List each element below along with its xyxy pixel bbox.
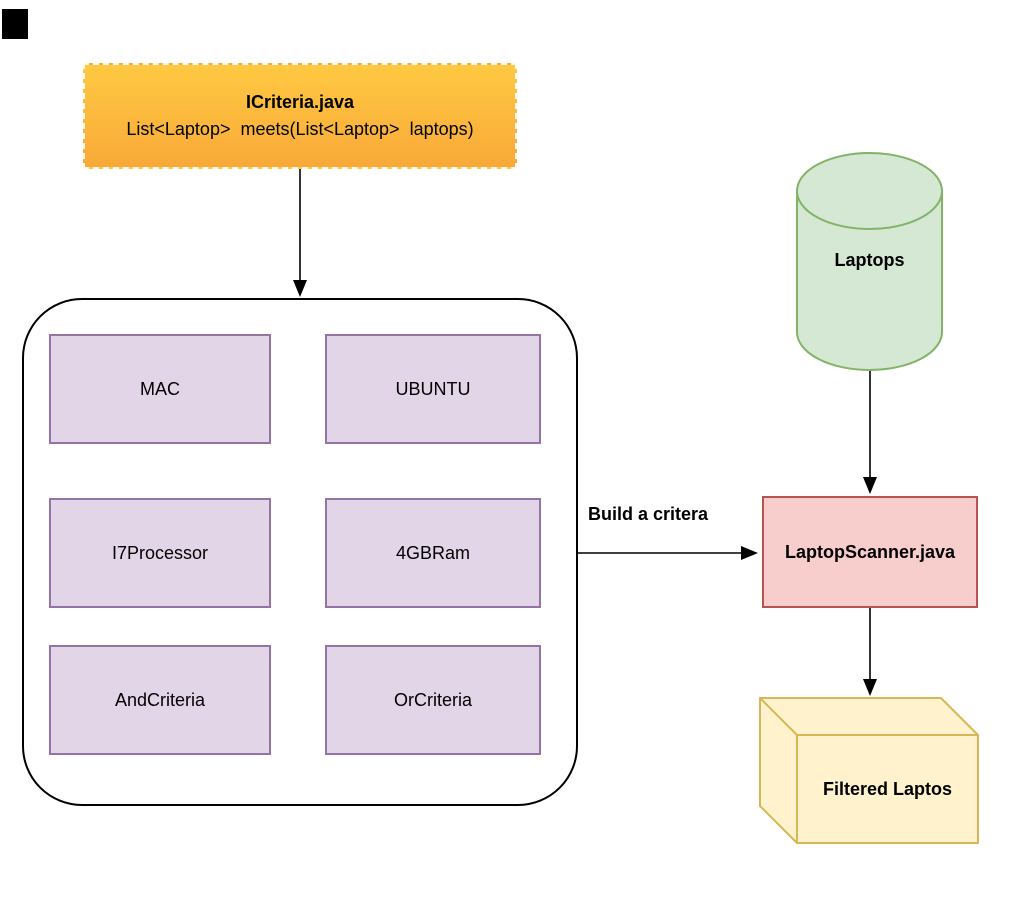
arrow-icriteria-to-criteria-icon bbox=[293, 169, 307, 297]
criteria-item-i7processor: I7Processor bbox=[49, 498, 271, 608]
criteria-item-mac: MAC bbox=[49, 334, 271, 444]
build-criteria-edge-label: Build a critera bbox=[588, 504, 709, 524]
criteria-item-orcriteria: OrCriteria bbox=[325, 645, 541, 755]
criteria-item-label: 4GBRam bbox=[395, 542, 471, 563]
criteria-item-label: UBUNTU bbox=[395, 378, 471, 399]
criteria-item-label: I7Processor bbox=[111, 542, 209, 563]
criteria-item-andcriteria: AndCriteria bbox=[49, 645, 271, 755]
filtered-laptops-cube bbox=[759, 697, 979, 844]
criteria-item-label: MAC bbox=[140, 378, 180, 399]
criteria-item-label: OrCriteria bbox=[393, 689, 472, 710]
laptop-scanner-node: LaptopScanner.java bbox=[762, 496, 978, 608]
laptops-database-label: Laptops bbox=[834, 249, 905, 270]
laptops-database-cylinder bbox=[796, 152, 943, 371]
criteria-item-ubuntu: UBUNTU bbox=[325, 334, 541, 444]
criteria-item-4gbram: 4GBRam bbox=[325, 498, 541, 608]
criteria-item-label: AndCriteria bbox=[114, 689, 206, 710]
icriteria-node: ICriteria.java List<Laptop> meets(List<L… bbox=[83, 63, 517, 169]
filtered-laptops-label: Filtered Laptos bbox=[822, 778, 952, 799]
arrow-criteria-to-scanner-icon bbox=[578, 546, 758, 560]
filtered-laptops-label-area: Filtered Laptos bbox=[797, 735, 978, 843]
icriteria-signature: List<Laptop> meets(List<Laptop> laptops) bbox=[126, 119, 474, 139]
arrow-scanner-to-output-icon bbox=[863, 608, 877, 696]
icriteria-title: ICriteria.java bbox=[245, 92, 355, 112]
laptops-database-label-area: Laptops bbox=[797, 153, 942, 367]
laptop-scanner-label: LaptopScanner.java bbox=[784, 541, 956, 562]
arrow-database-to-scanner-icon bbox=[863, 370, 877, 494]
stray-shape bbox=[2, 9, 28, 39]
